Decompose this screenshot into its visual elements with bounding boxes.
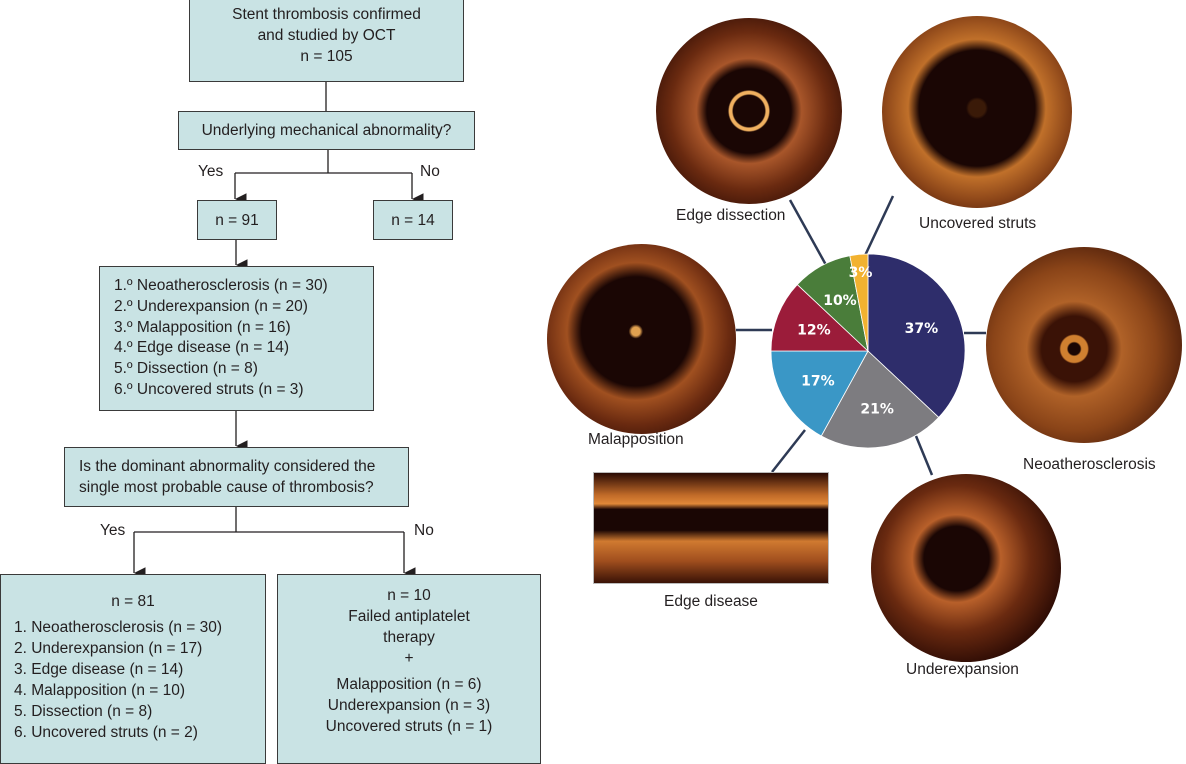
oct-image-underexpansion	[871, 474, 1061, 662]
yes-result-item: 6. Uncovered struts (n = 2)	[14, 724, 198, 741]
abnormality-item: 1.º Neoatherosclerosis (n = 30)	[114, 277, 328, 294]
abnormality-item: 5.º Dissection (n = 8)	[114, 360, 258, 378]
no-result-line: Failed antiplatelet	[348, 608, 470, 625]
no-result-count: n = 10	[387, 587, 431, 604]
yes-result-item: 4. Malapposition (n = 10)	[14, 682, 186, 699]
abnormality-item: 4.º Edge disease (n = 14)	[114, 339, 289, 357]
yes-result-item: 3. Edge disease (n = 14)	[14, 661, 184, 678]
question1-text: Underlying mechanical abnormality?	[201, 122, 452, 139]
start-count: n = 105	[300, 48, 353, 65]
pie-slice-neoatherosclerosis	[867, 253, 966, 418]
oct-image-neoatherosclerosis	[986, 247, 1182, 443]
no-count: n = 14	[391, 212, 435, 229]
start-line-1: Stent thrombosis confirmed	[232, 6, 421, 23]
oct-image-edge-dissection	[656, 18, 842, 204]
pie-label-edge-disease: 17%	[801, 374, 835, 390]
yes-result-count: n = 81	[111, 593, 155, 610]
yes-label-1: Yes	[198, 163, 224, 180]
label-neoatherosclerosis: Neoatherosclerosis	[1023, 456, 1156, 473]
no-result-item: Malapposition (n = 6)	[336, 676, 482, 693]
oct-image-uncovered-struts	[882, 16, 1072, 208]
pie-chart: 37% 21% 17% 12% 10% 3%	[770, 253, 966, 449]
no-result-plus: +	[404, 650, 414, 667]
label-edge-dissection: Edge dissection	[676, 207, 786, 224]
yes-result-item: 1. Neoatherosclerosis (n = 30)	[14, 619, 223, 636]
question2-line-1: Is the dominant abnormality considered t…	[79, 458, 376, 475]
abnormality-item: 2.º Underexpansion (n = 20)	[114, 297, 308, 315]
start-box: Stent thrombosis confirmed and studied b…	[189, 0, 464, 82]
start-line-2: and studied by OCT	[257, 27, 396, 44]
no-result-line: therapy	[383, 629, 435, 646]
label-underexpansion: Underexpansion	[906, 661, 1019, 678]
spoke-uncovered-struts	[860, 195, 895, 263]
abnormality-item: 3.º Malapposition (n = 16)	[114, 318, 291, 336]
pie-label-underexpansion: 21%	[860, 401, 894, 417]
yes-label-2: Yes	[100, 522, 126, 539]
label-edge-disease: Edge disease	[664, 593, 758, 610]
no-label-1: No	[420, 163, 440, 180]
pie-slice-malapposition	[770, 284, 870, 352]
pie-label-neoatherosclerosis: 37%	[905, 321, 939, 337]
pie-label-edge-dissection: 10%	[823, 293, 857, 309]
abnormality-list-box: 1.º Neoatherosclerosis (n = 30) 2.º Unde…	[99, 266, 374, 411]
yes-result-box: n = 81 1. Neoatherosclerosis (n = 30) 2.…	[0, 574, 266, 764]
yes-count-box: n = 91	[197, 200, 277, 240]
pie-slice-underexpansion	[820, 350, 940, 449]
pie-label-malapposition: 12%	[797, 323, 831, 339]
abnormality-item: 6.º Uncovered struts (n = 3)	[114, 380, 304, 398]
no-label-2: No	[414, 522, 434, 539]
spoke-edge-disease	[771, 429, 806, 473]
pie-slice-edge-disease	[770, 350, 869, 437]
no-result-box: n = 10 Failed antiplatelet therapy + Mal…	[277, 574, 541, 764]
pie-slice-uncovered-struts	[849, 253, 869, 352]
no-result-item: Underexpansion (n = 3)	[327, 697, 491, 714]
spoke-edge-dissection	[788, 199, 828, 266]
yes-result-item: 5. Dissection (n = 8)	[14, 703, 153, 720]
question1-box: Underlying mechanical abnormality?	[178, 111, 475, 150]
yes-result-item: 2. Underexpansion (n = 17)	[14, 640, 203, 657]
label-uncovered-struts: Uncovered struts	[919, 215, 1037, 232]
no-result-item: Uncovered struts (n = 1)	[325, 718, 493, 735]
question2-box: Is the dominant abnormality considered t…	[64, 447, 409, 507]
spoke-underexpansion	[914, 435, 934, 476]
question2-line-2: single most probable cause of thrombosis…	[79, 479, 374, 496]
oct-image-edge-disease	[593, 472, 829, 584]
label-malapposition: Malapposition	[588, 431, 684, 448]
no-count-box: n = 14	[373, 200, 453, 240]
pie-label-uncovered-struts: 3%	[849, 265, 873, 281]
oct-image-malapposition	[547, 244, 736, 434]
yes-count: n = 91	[215, 212, 259, 229]
